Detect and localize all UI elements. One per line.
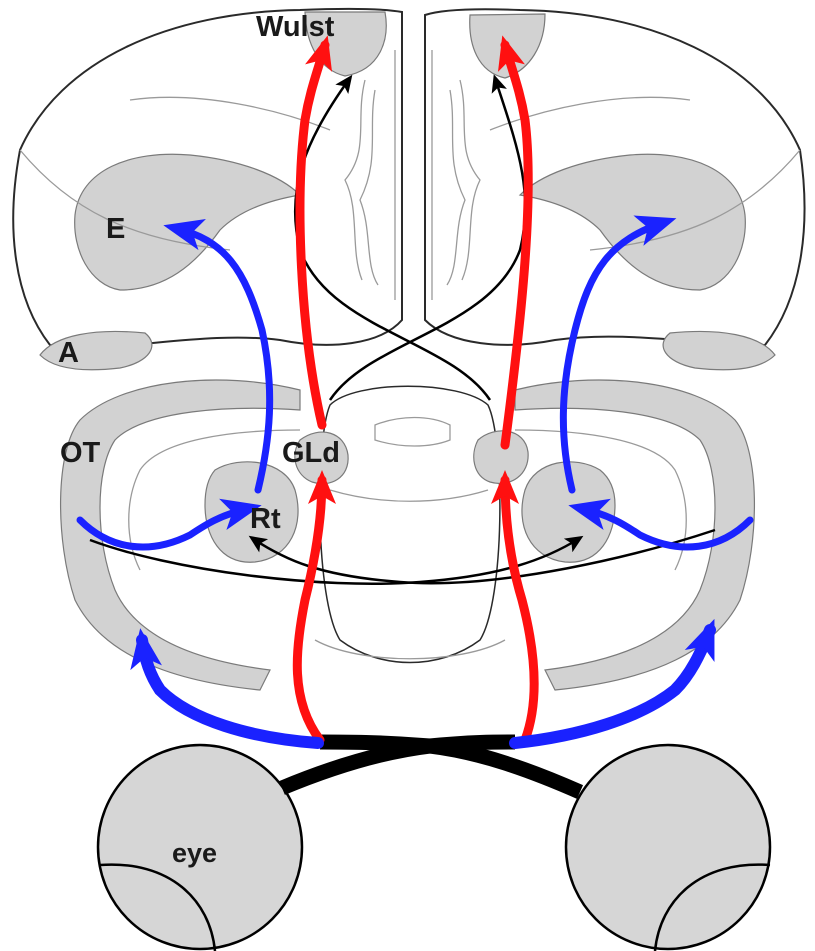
midbrain (61, 380, 755, 690)
label-e: E (106, 213, 125, 245)
arcopallium-region-right (663, 331, 775, 369)
left-hemisphere (13, 9, 402, 370)
label-ot: OT (60, 437, 101, 469)
label-gld: GLd (282, 437, 340, 469)
arcopallium-region-left (40, 331, 152, 369)
optic-chiasm (282, 742, 580, 792)
label-eye: eye (172, 838, 217, 868)
thalamofugal-pathway (297, 45, 534, 740)
label-rt: Rt (250, 503, 281, 535)
label-a: A (58, 337, 79, 369)
eye-right (566, 745, 770, 951)
gld-nucleus-right (474, 431, 528, 484)
label-wulst: Wulst (256, 11, 335, 43)
entopallium-region-right (520, 154, 745, 290)
right-hemisphere (425, 9, 805, 370)
